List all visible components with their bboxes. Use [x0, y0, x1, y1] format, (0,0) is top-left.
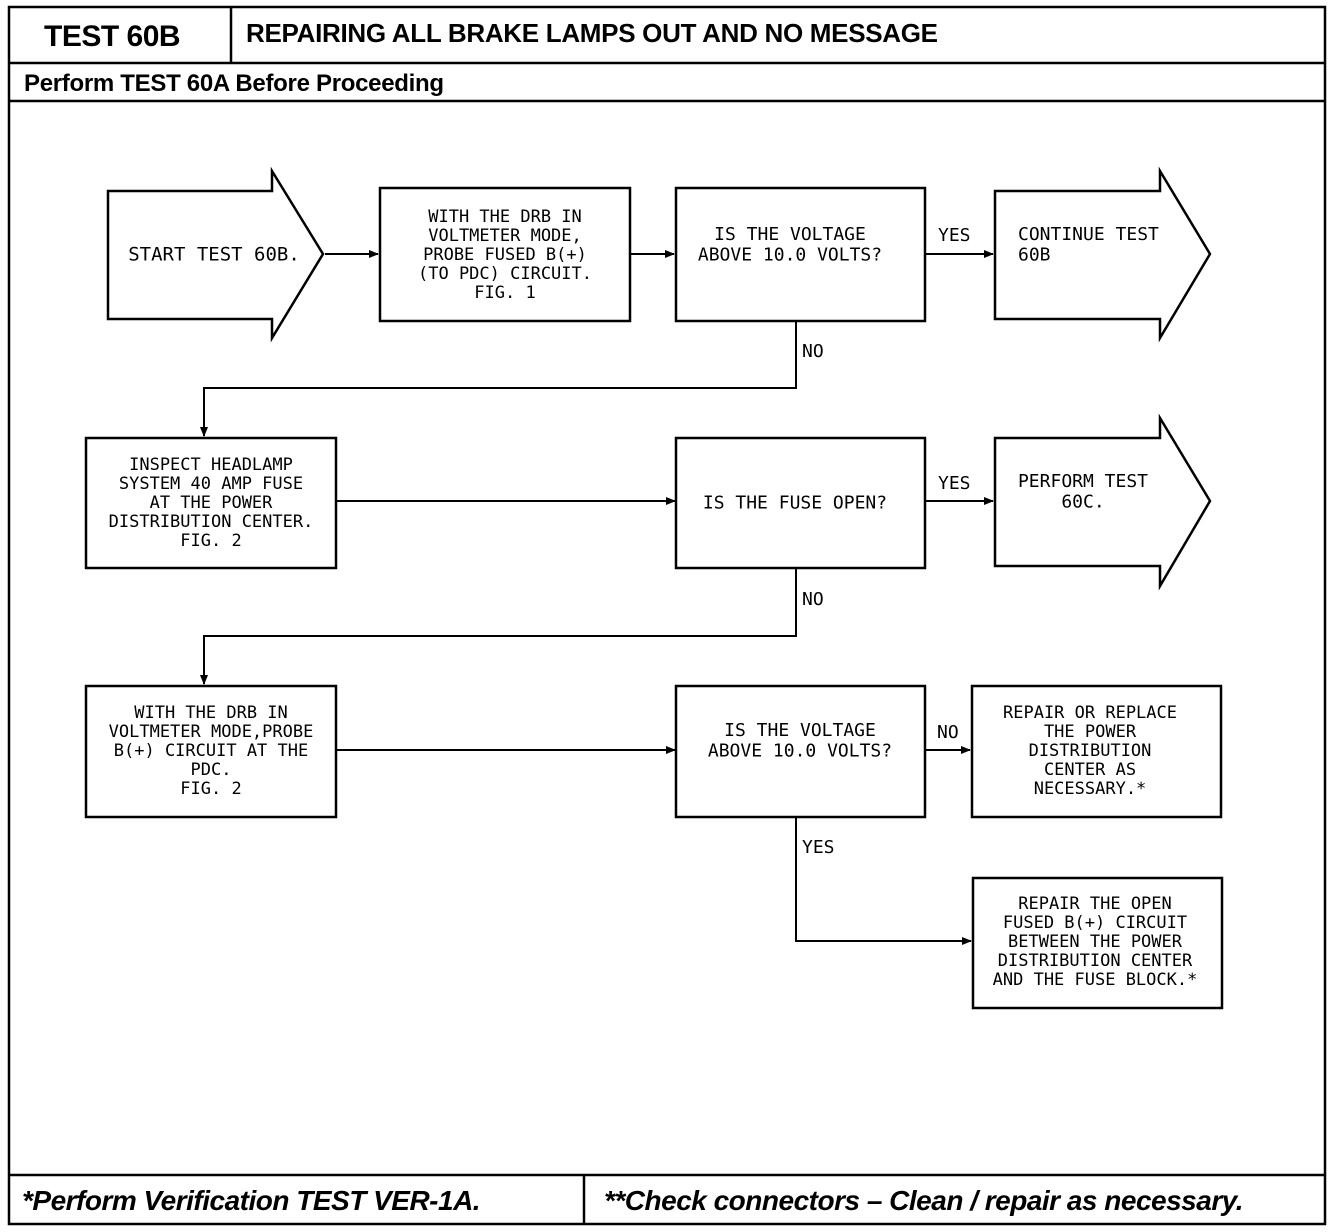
- text-line: DISTRIBUTION CENTER: [998, 951, 1193, 971]
- label-no-2: NO: [802, 589, 824, 610]
- decision-fuse-open-text: IS THE FUSE OPEN?: [703, 492, 887, 513]
- text-line: VOLTMETER MODE,PROBE: [109, 722, 314, 742]
- text-line: IS THE VOLTAGE: [714, 224, 866, 245]
- text-line: NECESSARY.*: [1034, 779, 1147, 799]
- text-line: FIG. 2: [180, 531, 241, 551]
- arrow-decision2-no: [200, 568, 797, 685]
- prerequisite-note: Perform TEST 60A Before Proceeding: [24, 70, 444, 97]
- text-line: BETWEEN THE POWER: [1008, 932, 1183, 952]
- text-line: CONTINUE TEST: [1018, 224, 1159, 245]
- text-line: (TO PDC) CIRCUIT.: [418, 264, 592, 284]
- text-line: FIG. 1: [474, 283, 535, 303]
- text-line: WITH THE DRB IN: [134, 703, 288, 723]
- decision-fuse-open-box: IS THE FUSE OPEN?: [674, 436, 927, 570]
- label-no-1: NO: [802, 341, 824, 362]
- text-line: WITH THE DRB IN: [428, 207, 582, 227]
- text-line: VOLTMETER MODE,: [428, 226, 582, 246]
- start-text: START TEST 60B.: [128, 244, 300, 266]
- text-line: AND THE FUSE BLOCK.*: [993, 970, 1198, 990]
- text-line: IS THE VOLTAGE: [724, 720, 876, 741]
- text-line: PDC.: [191, 760, 232, 780]
- text-line: ABOVE 10.0 VOLTS?: [698, 244, 882, 265]
- text-line: IS THE FUSE OPEN?: [703, 492, 887, 513]
- text-line: DISTRIBUTION: [1029, 741, 1152, 761]
- connector-note: **Check connectors – Clean / repair as n…: [604, 1185, 1244, 1216]
- label-yes-1: YES: [938, 225, 971, 246]
- text-line: ABOVE 10.0 VOLTS?: [708, 740, 892, 761]
- text-line: CENTER AS: [1044, 760, 1136, 780]
- label-no-3: NO: [937, 722, 959, 743]
- text-line: START TEST 60B.: [128, 244, 300, 266]
- text-line: THE POWER: [1044, 722, 1137, 742]
- text-line: PERFORM TEST: [1018, 471, 1148, 492]
- verification-note: *Perform Verification TEST VER-1A.: [22, 1185, 481, 1216]
- label-yes-3: YES: [802, 837, 835, 858]
- text-line: B(+) CIRCUIT AT THE: [114, 741, 308, 761]
- text-line: PROBE FUSED B(+): [423, 245, 587, 265]
- text-line: 60B: [1018, 244, 1051, 265]
- test-id: TEST 60B: [44, 20, 181, 53]
- start-test-shape: START TEST 60B.: [106, 166, 325, 343]
- text-line: SYSTEM 40 AMP FUSE: [119, 474, 303, 494]
- outer-border: [7, 5, 1327, 1226]
- arrow-decision1-no: [200, 321, 797, 437]
- text-line: FIG. 2: [180, 779, 241, 799]
- text-line: 60C.: [1061, 491, 1104, 512]
- text-line: AT THE POWER: [150, 493, 274, 513]
- text-line: INSPECT HEADLAMP: [129, 455, 293, 475]
- page-title: REPAIRING ALL BRAKE LAMPS OUT AND NO MES…: [246, 18, 938, 48]
- text-line: FUSED B(+) CIRCUIT: [1003, 913, 1187, 933]
- arrow-decision3-yes: [795, 817, 972, 945]
- text-line: DISTRIBUTION CENTER.: [109, 512, 314, 532]
- text-line: REPAIR OR REPLACE: [1003, 703, 1177, 723]
- text-line: REPAIR THE OPEN: [1018, 894, 1172, 914]
- label-yes-2: YES: [938, 473, 971, 494]
- connectors: [200, 250, 994, 945]
